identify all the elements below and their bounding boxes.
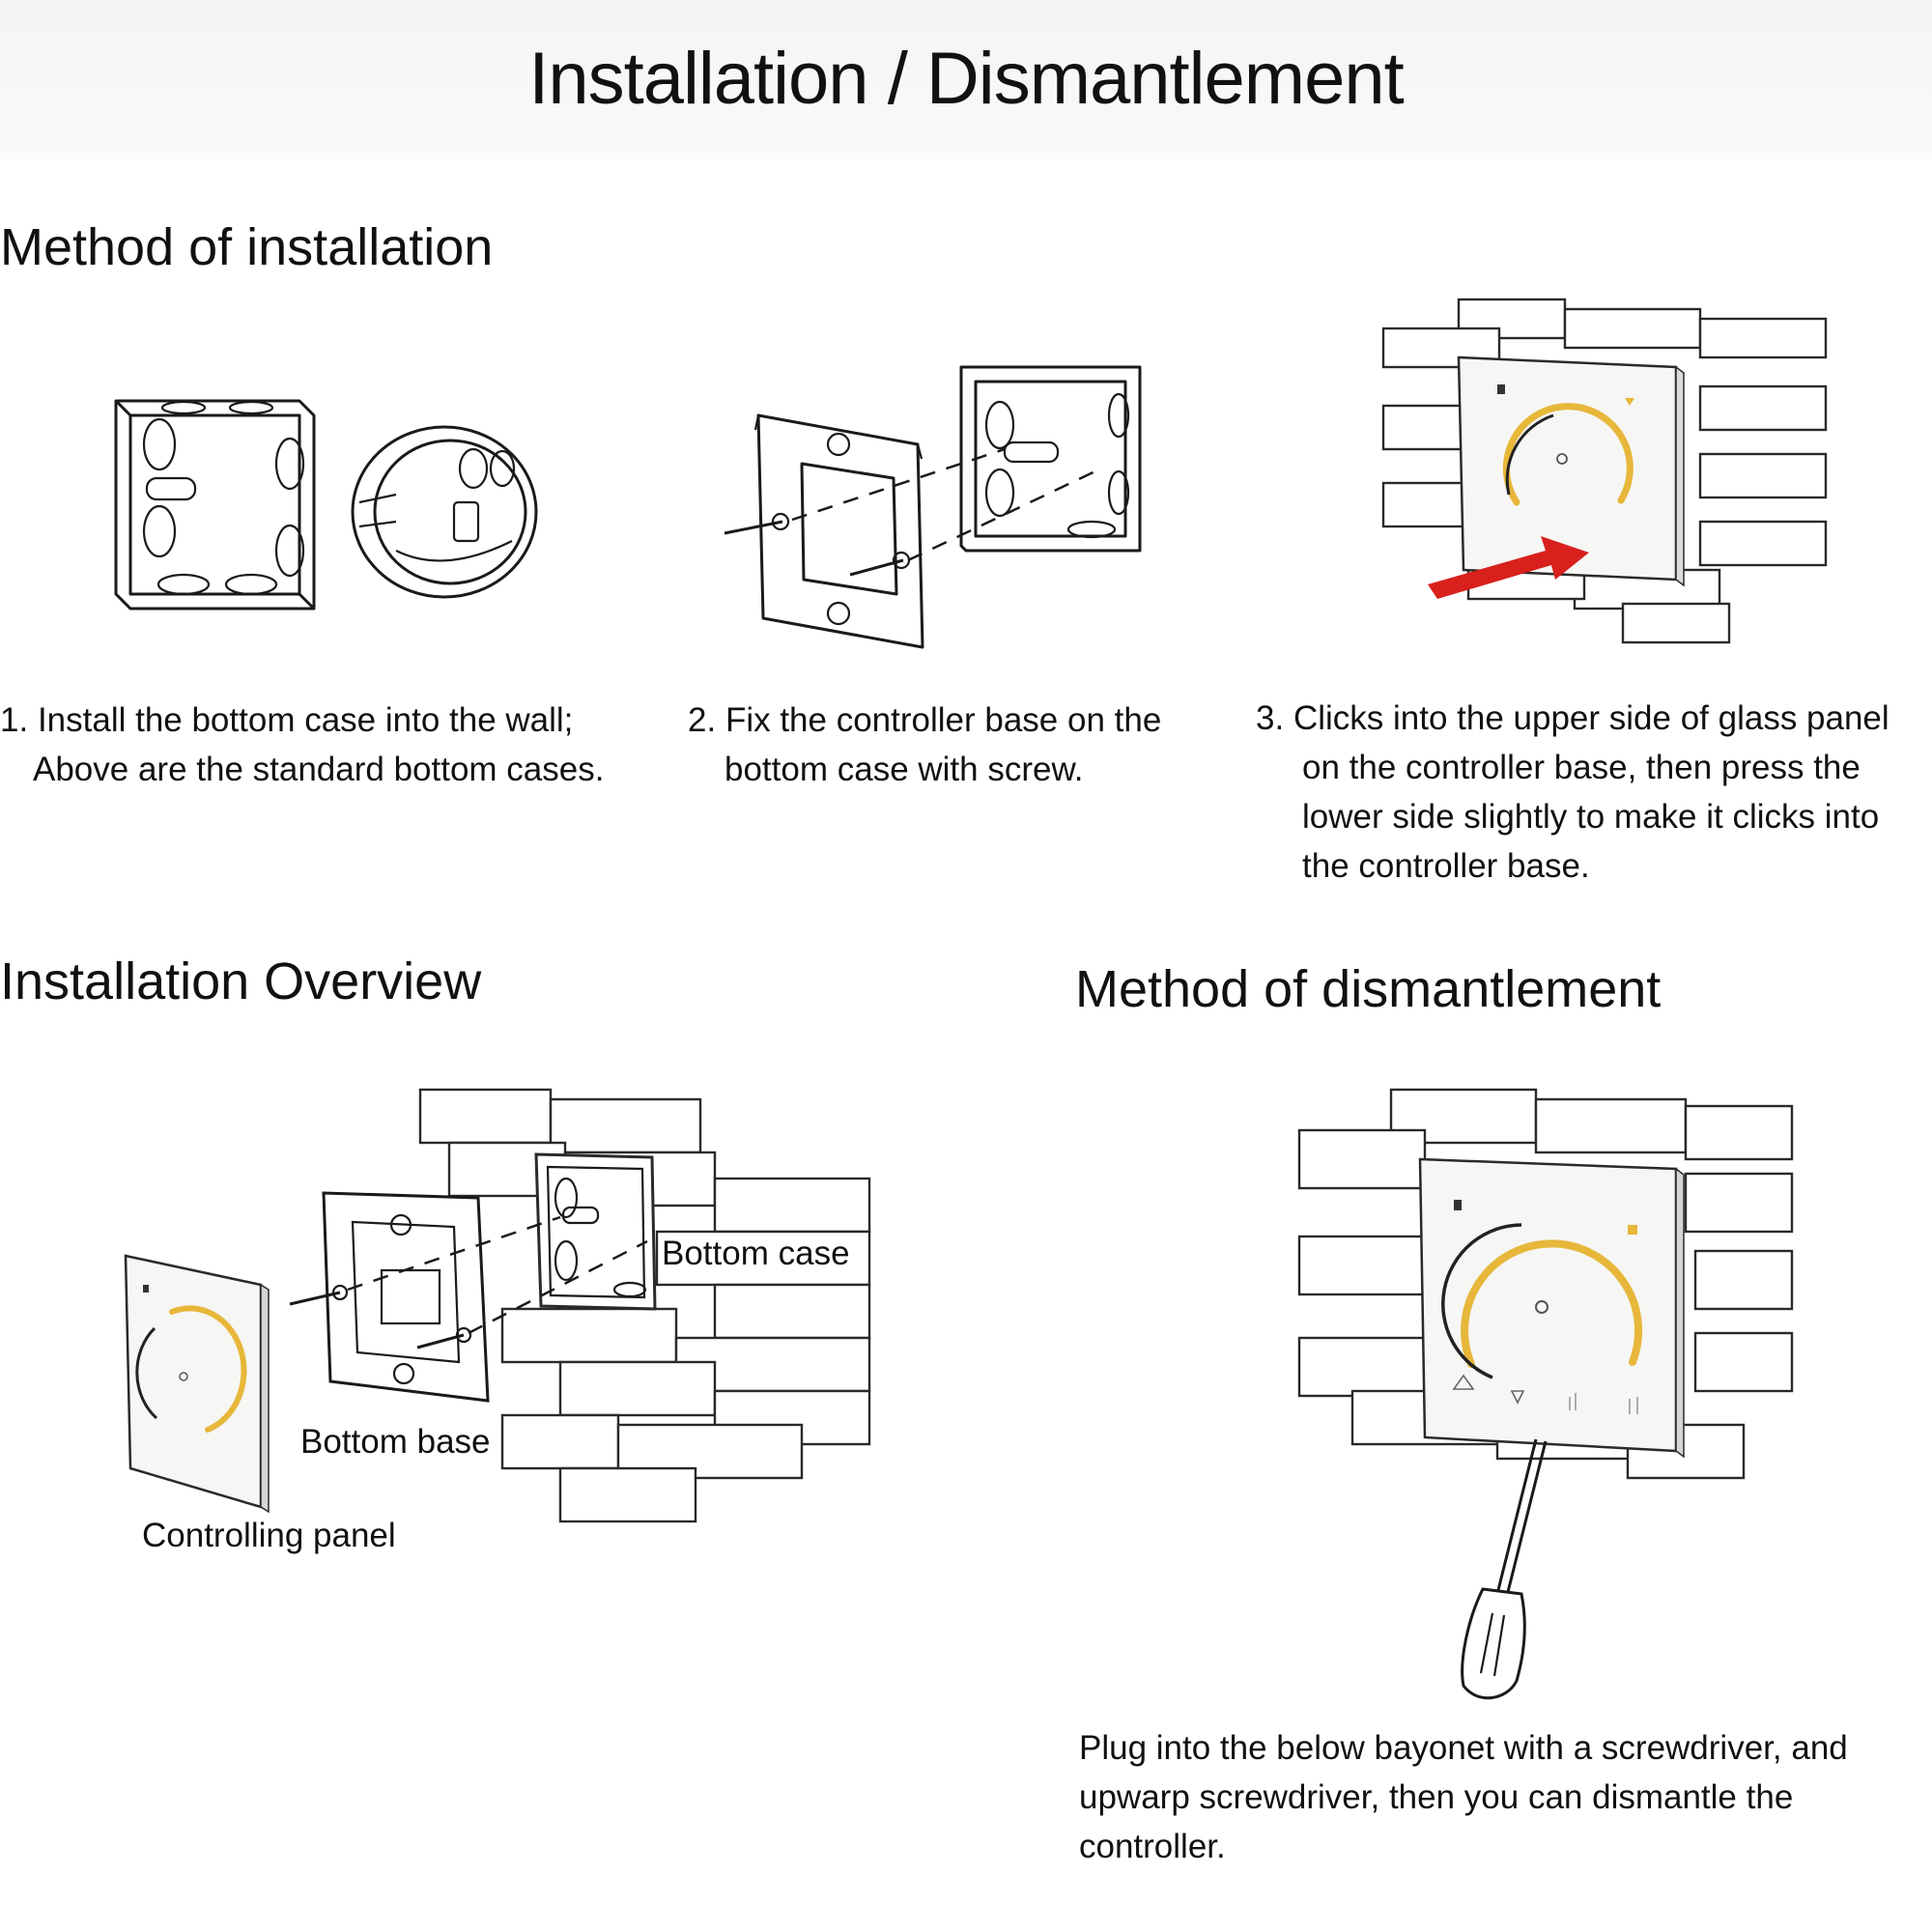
bottom-base-label: Bottom base [300, 1423, 491, 1461]
overview-heading: Installation Overview [0, 952, 482, 1010]
dismantlement-figure [1297, 1088, 1794, 1700]
controller-base-icon [753, 413, 924, 649]
bottom-case-label: Bottom case [662, 1235, 850, 1272]
screw-icon [289, 1284, 472, 1350]
installation-overview-figure [124, 1088, 871, 1523]
step-1-caption: 1. Install the bottom case into the wall… [0, 701, 605, 788]
press-arrow-icon [1428, 536, 1589, 599]
dismantlement-heading: Method of dismantlement [1075, 960, 1662, 1018]
page-header: Installation / Dismantlement [0, 0, 1932, 159]
step-3-caption: 3. Clicks into the upper side of glass p… [1256, 699, 1889, 885]
glass-panel-icon [1457, 355, 1685, 587]
controller-base-icon [322, 1191, 490, 1403]
round-bottom-case-icon [351, 425, 538, 599]
installation-heading: Method of installation [0, 218, 494, 276]
panel-icon-left [1497, 384, 1505, 394]
panel-icon-right [1625, 398, 1634, 406]
screw-icon [724, 512, 911, 577]
step-2-caption: 2. Fix the controller base on the bottom… [688, 701, 1162, 788]
page-title: Installation / Dismantlement [528, 38, 1405, 120]
press-panel-figure [1381, 298, 1828, 644]
bottom-cases-figure [114, 399, 538, 611]
square-bottom-case-icon [114, 399, 316, 611]
glass-panel-icon [1418, 1157, 1685, 1459]
dial-ring-icon [1502, 403, 1634, 506]
controlling-panel-label: Controlling panel [142, 1517, 396, 1554]
bottom-case-overview [534, 1152, 657, 1311]
dismantlement-caption: Plug into the below bayonet with a screw… [1079, 1729, 1848, 1865]
screwdriver-icon [1461, 1438, 1548, 1700]
bottom-case-back [959, 365, 1142, 553]
controller-base-figure [724, 365, 1142, 649]
glass-panel-icon [124, 1254, 270, 1514]
